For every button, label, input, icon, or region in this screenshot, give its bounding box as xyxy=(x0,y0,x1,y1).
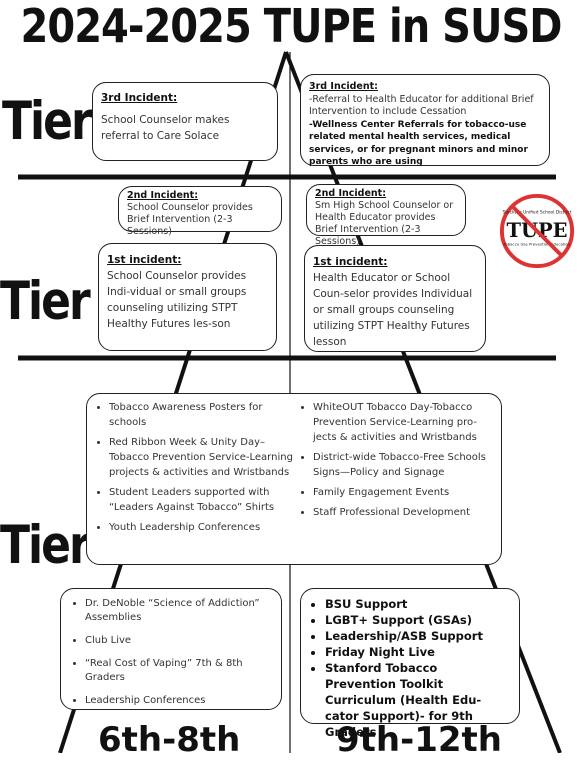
tier2-middle-first-incident-box: 1st incident: School Counselor provides … xyxy=(98,243,277,351)
high-school-item: Leadership/ASB Support xyxy=(325,628,511,644)
tupe-logo: Stockton Unified School District TUPE To… xyxy=(499,193,575,269)
tier2-left-first-text: School Counselor provides Indi-vidual or… xyxy=(107,270,247,330)
tier1-right-item: Staff Professional Development xyxy=(313,505,495,520)
tier3-high-school-box: 3rd Incident: -Referral to Health Educat… xyxy=(300,74,550,168)
tier1-left-item: Tobacco Awareness Posters for schools xyxy=(109,400,293,430)
tier2-right-first-heading: 1st incident: xyxy=(313,256,388,268)
tier3-middle-school-box: 3rd Incident: School Counselor makes ref… xyxy=(92,82,278,161)
high-school-programs-box: BSU SupportLGBT+ Support (GSAs)Leadershi… xyxy=(300,588,520,739)
tier1-left-item: Youth Leadership Conferences xyxy=(109,520,293,535)
high-school-item: Stanford Tobacco Prevention Toolkit Curr… xyxy=(325,660,511,740)
tier1-right-item: District-wide Tobacco-Free Schools Signs… xyxy=(313,450,495,480)
logo-top-text: Stockton Unified School District xyxy=(502,209,571,215)
tier1-right-item: WhiteOUT Tobacco Day-Tobacco Prevention … xyxy=(313,400,495,445)
tier2-left-second-text: School Counselor provides Brief Interven… xyxy=(127,202,253,237)
grade-label-middle: 6th-8th xyxy=(98,720,241,760)
tier1-left-item: Red Ribbon Week & Unity Day–Tobacco Prev… xyxy=(109,435,293,480)
tier1-universal-box: Tobacco Awareness Posters for schoolsRed… xyxy=(86,393,502,565)
page-title: 2024-2025 TUPE in SUSD xyxy=(20,0,563,54)
tier3-left-heading: 3rd Incident: xyxy=(101,92,178,104)
tier2-left-second-heading: 2nd Incident: xyxy=(127,190,199,201)
high-school-item: LGBT+ Support (GSAs) xyxy=(325,612,511,628)
middle-school-item: Dr. DeNoble “Science of Addiction” Assem… xyxy=(85,597,273,625)
middle-school-programs-box: Dr. DeNoble “Science of Addiction” Assem… xyxy=(60,588,282,710)
tier2-left-first-heading: 1st incident: xyxy=(107,254,182,266)
high-school-item: Friday Night Live xyxy=(325,644,511,660)
tier3-right-line2: -Wellness Center Referrals for tobacco-u… xyxy=(309,119,528,168)
tier3-right-line1: -Referral to Health Educator for additio… xyxy=(309,93,534,118)
tier2-right-second-heading: 2nd Incident: xyxy=(315,188,387,199)
tier2-high-first-incident-box: 1st incident: Health Educator or School … xyxy=(304,245,486,352)
tier1-left-list: Tobacco Awareness Posters for schoolsRed… xyxy=(93,400,293,535)
tier1-right-list: WhiteOUT Tobacco Day-Tobacco Prevention … xyxy=(297,400,495,520)
tier2-middle-second-incident-box: 2nd Incident: School Counselor provides … xyxy=(118,186,282,237)
high-school-list: BSU SupportLGBT+ Support (GSAs)Leadershi… xyxy=(309,596,511,740)
tier1-left-item: Student Leaders supported with “Leaders … xyxy=(109,485,293,515)
tier1-right-item: Family Engagement Events xyxy=(313,485,495,500)
tier2-high-second-incident-box: 2nd Incident: Sm High School Counselor o… xyxy=(306,184,466,247)
logo-bottom-text: Tobacco Use Prevention Education xyxy=(503,242,571,247)
tier2-right-first-text: Health Educator or School Coun-selor pro… xyxy=(313,272,473,348)
middle-school-item: Club Live xyxy=(85,634,273,648)
middle-school-item: “Real Cost of Vaping” 7th & 8th Graders xyxy=(85,657,273,685)
tier2-right-second-text: Sm High School Counselor or Health Educa… xyxy=(315,200,454,247)
middle-school-list: Dr. DeNoble “Science of Addiction” Assem… xyxy=(69,597,273,708)
grade-label-high: 9th-12th xyxy=(336,720,502,760)
high-school-item: BSU Support xyxy=(325,596,511,612)
tier3-left-text: School Counselor makes referral to Care … xyxy=(101,114,230,142)
tier3-right-heading: 3rd Incident: xyxy=(309,81,378,92)
middle-school-item: Leadership Conferences xyxy=(85,694,273,708)
